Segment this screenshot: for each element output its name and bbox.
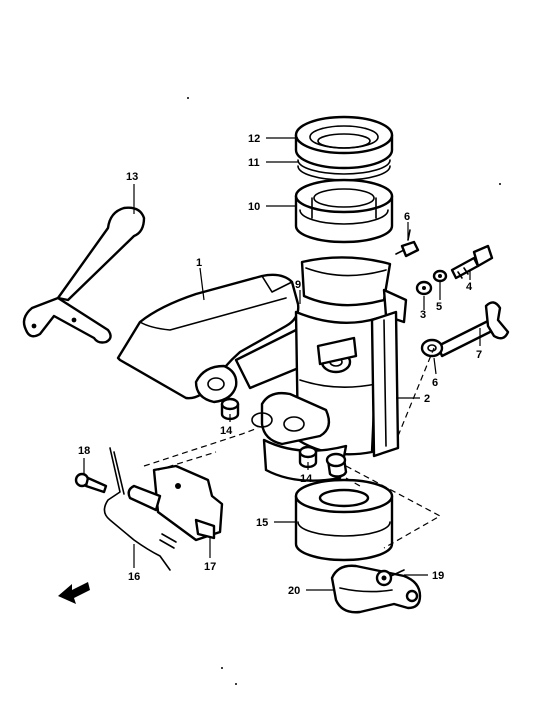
assembly-guide-lines — [143, 347, 442, 549]
callout-7: 7 — [476, 349, 482, 361]
callout-5: 5 — [436, 301, 442, 313]
callout-3: 3 — [420, 309, 426, 321]
callout-2: 2 — [424, 393, 430, 405]
part-16-spring-rod — [103, 447, 177, 571]
callout-16: 16 — [128, 571, 140, 583]
callout-11: 11 — [248, 157, 260, 169]
part-17-lock-bracket — [127, 464, 224, 542]
callout-6b: 6 — [432, 377, 438, 389]
callout-6a: 6 — [404, 211, 410, 223]
part-5-washer — [432, 269, 448, 283]
part-10-rubber-mount — [294, 178, 394, 244]
callout-19: 19 — [432, 570, 444, 582]
part-2-swivel-case — [251, 310, 400, 482]
callout-9: 9 — [295, 279, 301, 291]
callout-14b: 14 — [300, 473, 313, 485]
callout-18: 18 — [78, 445, 90, 457]
part-19-spring — [375, 569, 405, 587]
leader-lines — [83, 137, 481, 591]
callout-labels: 1 2 3 4 5 6 6 7 9 10 11 12 13 14 14 15 1… — [78, 133, 482, 597]
callout-4: 4 — [466, 281, 473, 293]
part-20-stopper-plate — [330, 564, 422, 614]
callout-10: 10 — [248, 201, 260, 213]
callout-12: 12 — [248, 133, 260, 145]
part-14-bushings — [220, 397, 348, 478]
part-12-top-ring — [294, 115, 394, 170]
part-7-wing-screw — [436, 301, 510, 358]
callout-15: 15 — [256, 517, 268, 529]
callout-20: 20 — [288, 585, 300, 597]
part-18-bolt — [74, 472, 108, 494]
part-4-bolt — [450, 244, 494, 280]
callout-13: 13 — [126, 171, 138, 183]
part-1-swivel-bracket — [116, 273, 322, 404]
part-13-lever — [22, 206, 146, 344]
part-3-washer — [415, 280, 433, 296]
callout-14a: 14 — [220, 425, 233, 437]
part-9-upper-collar — [300, 256, 408, 324]
callout-17: 17 — [204, 561, 216, 573]
part-6-upper-bolt — [395, 229, 420, 258]
print-specks — [187, 97, 501, 685]
part-15-lower-mount — [294, 478, 394, 562]
callout-1: 1 — [196, 257, 202, 269]
front-arrow-icon — [58, 582, 90, 604]
part-6-lower-nut — [420, 338, 444, 358]
